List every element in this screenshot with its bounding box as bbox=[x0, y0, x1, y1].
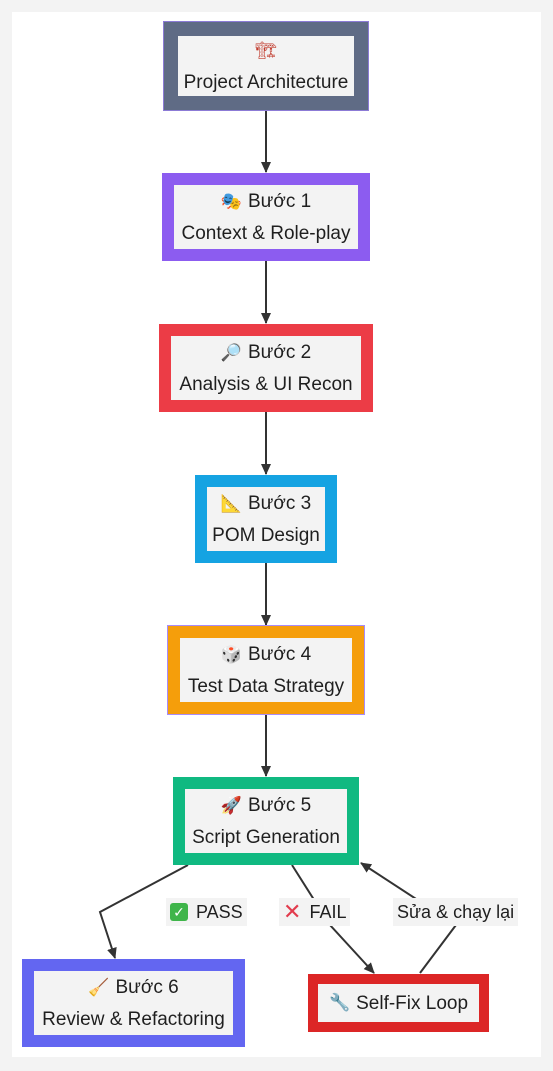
node-title: Bước 3 bbox=[247, 492, 312, 514]
construction-icon: 🏗 bbox=[255, 40, 277, 61]
triangle-ruler-icon: 📐 bbox=[220, 493, 242, 514]
node-step-4: 🎲Bước 4 Test Data Strategy bbox=[167, 625, 365, 715]
node-step-1: 🎭Bước 1 Context & Role-play bbox=[162, 173, 370, 261]
node-subtitle: Review & Refactoring bbox=[42, 1008, 225, 1030]
edge-label-pass: ✓PASS bbox=[166, 898, 247, 926]
node-step-3: 📐Bước 3 POM Design bbox=[195, 475, 337, 563]
edge-step5-step6 bbox=[98, 864, 189, 959]
node-title: Bước 5 bbox=[247, 794, 312, 816]
node-title: Project Architecture bbox=[183, 71, 349, 93]
node-step-6: 🧹Bước 6 Review & Refactoring bbox=[22, 959, 245, 1047]
check-icon: ✓ bbox=[170, 903, 188, 921]
node-subtitle: Context & Role-play bbox=[181, 222, 351, 244]
node-subtitle: Test Data Strategy bbox=[187, 675, 345, 697]
edge-label-fail: ✕FAIL bbox=[279, 898, 351, 926]
node-title: Bước 2 bbox=[247, 341, 312, 363]
theater-masks-icon: 🎭 bbox=[220, 191, 242, 212]
node-subtitle: Script Generation bbox=[192, 826, 340, 848]
magnifier-icon: 🔎 bbox=[220, 342, 242, 363]
dice-icon: 🎲 bbox=[220, 644, 242, 665]
broom-icon: 🧹 bbox=[88, 977, 110, 998]
node-title: Bước 6 bbox=[115, 976, 179, 998]
node-title: Bước 1 bbox=[247, 190, 312, 212]
node-title: Bước 4 bbox=[247, 643, 312, 665]
node-step-2: 🔎Bước 2 Analysis & UI Recon bbox=[159, 324, 373, 412]
cross-icon: ✕ bbox=[283, 899, 302, 924]
node-project-architecture: 🏗 Project Architecture bbox=[163, 21, 369, 111]
node-subtitle: Analysis & UI Recon bbox=[179, 373, 353, 395]
node-self-fix-loop: 🔧Self-Fix Loop bbox=[308, 974, 489, 1032]
wrench-icon: 🔧 bbox=[328, 992, 351, 1013]
edge-label-retry: Sửa & chạy lại bbox=[393, 898, 519, 926]
node-title: Self-Fix Loop bbox=[356, 992, 469, 1014]
node-subtitle: POM Design bbox=[212, 524, 320, 546]
rocket-icon: 🚀 bbox=[220, 795, 242, 816]
node-step-5: 🚀Bước 5 Script Generation bbox=[173, 777, 359, 865]
